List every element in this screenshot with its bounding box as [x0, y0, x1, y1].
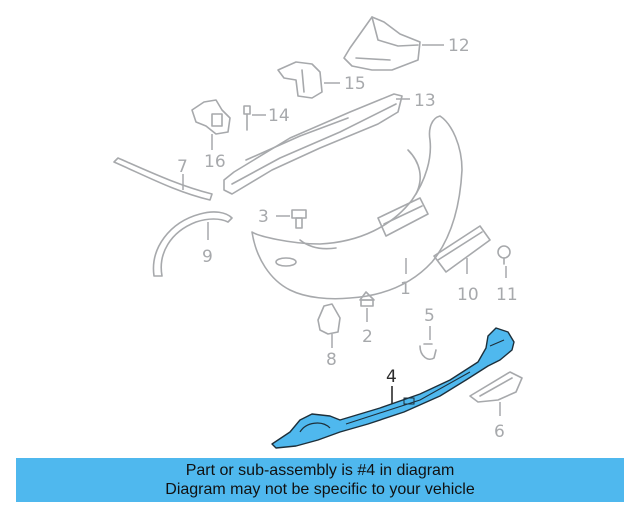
part-13-absorber	[223, 93, 403, 195]
callout-8: 8	[326, 350, 337, 370]
callout-6: 6	[494, 422, 505, 442]
part-9-flare	[152, 211, 233, 277]
banner-line-2: Diagram may not be specific to your vehi…	[165, 481, 475, 498]
callout-9: 9	[202, 247, 213, 267]
part-12-bracket	[343, 16, 421, 71]
part-3-bolt	[291, 209, 307, 229]
part-1-bumper-cover	[251, 115, 463, 300]
part-10-plate-bracket	[433, 225, 491, 273]
callout-1: 1	[400, 279, 411, 299]
callout-12: 12	[448, 36, 470, 56]
callout-5: 5	[424, 306, 435, 326]
part-11-clip	[497, 245, 511, 265]
callout-13: 13	[414, 91, 436, 111]
callout-14: 14	[268, 106, 290, 126]
part-8-reflector	[317, 303, 341, 335]
callout-3: 3	[258, 207, 269, 227]
callout-7: 7	[177, 157, 188, 177]
callout-2: 2	[362, 327, 373, 347]
callout-10: 10	[457, 285, 479, 305]
parts-diagram: 12 15 13 14 16 7 9 3	[113, 16, 523, 449]
info-banner: Part or sub-assembly is #4 in diagram Di…	[16, 458, 624, 502]
banner-line-1: Part or sub-assembly is #4 in diagram	[185, 462, 455, 479]
part-15-guide	[277, 61, 323, 99]
part-7-strip	[113, 157, 213, 201]
callout-16: 16	[204, 152, 226, 172]
part-14-screw	[243, 105, 251, 131]
part-6-lower-plate	[469, 371, 523, 403]
part-2-retainer	[359, 291, 375, 307]
callout-11: 11	[496, 285, 518, 305]
part-16-bracket	[191, 99, 231, 135]
callout-4: 4	[386, 367, 397, 387]
part-5-hook	[419, 343, 437, 361]
callout-15: 15	[344, 74, 366, 94]
part-4-highlighted	[271, 327, 515, 449]
